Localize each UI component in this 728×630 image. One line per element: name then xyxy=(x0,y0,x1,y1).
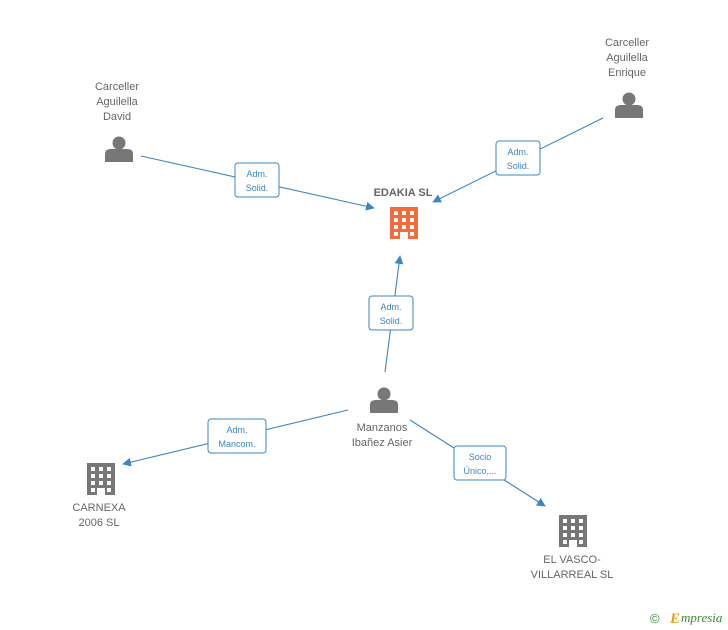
building-icon xyxy=(87,463,115,495)
edge-label-line1: Socio xyxy=(469,452,492,462)
node-carceller-aguilella-enrique[interactable]: Carceller Aguilella Enrique xyxy=(605,37,649,118)
node-el-vasco-villarreal-sl[interactable]: EL VASCO- VILLARREAL SL xyxy=(531,515,614,581)
node-label-line2: Ibañez Asier xyxy=(352,437,413,449)
edge-enrique-edakia[interactable]: Adm. Solid. xyxy=(432,117,604,203)
person-icon xyxy=(105,136,133,162)
node-label: EDAKIA SL xyxy=(374,187,433,199)
edge-asier-carnexa[interactable]: Adm. Mancom. xyxy=(122,409,349,467)
node-carceller-aguilella-david[interactable]: Carceller Aguilella David xyxy=(95,81,139,162)
brand-initial: E xyxy=(669,611,680,627)
edge-label-line1: Adm. xyxy=(380,302,401,312)
node-label-line1: Carceller xyxy=(95,81,139,93)
node-label-line1: CARNEXA xyxy=(72,502,126,514)
node-label-line1: EL VASCO- xyxy=(543,554,601,566)
person-icon xyxy=(370,387,398,413)
node-label-line2: Aguilella xyxy=(606,52,648,64)
edge-asier-edakia[interactable]: Adm. Solid. xyxy=(368,255,414,373)
edge-label-line2: Solid. xyxy=(507,161,530,171)
edge-label-line2: Solid. xyxy=(246,183,269,193)
node-carnexa-2006-sl[interactable]: CARNEXA 2006 SL xyxy=(72,463,126,529)
edge-label-line1: Adm. xyxy=(507,147,528,157)
node-label-line1: Manzanos xyxy=(357,422,408,434)
edge-label-box[interactable]: Adm. Solid. xyxy=(495,140,541,176)
node-label-line3: David xyxy=(103,111,131,123)
brand-name: mpresia xyxy=(681,610,723,625)
node-label-line1: Carceller xyxy=(605,37,649,49)
brand-watermark: © E mpresia xyxy=(650,610,723,627)
edge-david-edakia[interactable]: Adm. Solid. xyxy=(140,155,375,211)
edge-label-box[interactable]: Adm. Mancom. xyxy=(207,418,267,454)
copyright-symbol: © xyxy=(650,611,660,626)
edge-label-line2: Mancom. xyxy=(218,439,255,449)
edge-label-line1: Adm. xyxy=(246,169,267,179)
edge-asier-vasco[interactable]: Socio Único,... xyxy=(409,419,546,507)
edge-label-line1: Adm. xyxy=(226,425,247,435)
building-icon xyxy=(559,515,587,547)
edge-label-box[interactable]: Socio Único,... xyxy=(453,445,507,481)
node-label-line2: Aguilella xyxy=(96,96,138,108)
node-edakia-sl[interactable]: EDAKIA SL xyxy=(374,187,433,239)
edge-label-box[interactable]: Adm. Solid. xyxy=(234,162,280,198)
node-label-line3: Enrique xyxy=(608,67,646,79)
person-icon xyxy=(615,92,643,118)
node-label-line2: 2006 SL xyxy=(79,517,120,529)
edge-label-line2: Solid. xyxy=(380,316,403,326)
building-icon xyxy=(390,207,418,239)
node-label-line2: VILLARREAL SL xyxy=(531,569,614,581)
node-manzanos-ibanez-asier[interactable]: Manzanos Ibañez Asier xyxy=(352,387,413,450)
edge-label-line2: Único,... xyxy=(463,466,496,476)
edge-label-box[interactable]: Adm. Solid. xyxy=(368,295,414,331)
